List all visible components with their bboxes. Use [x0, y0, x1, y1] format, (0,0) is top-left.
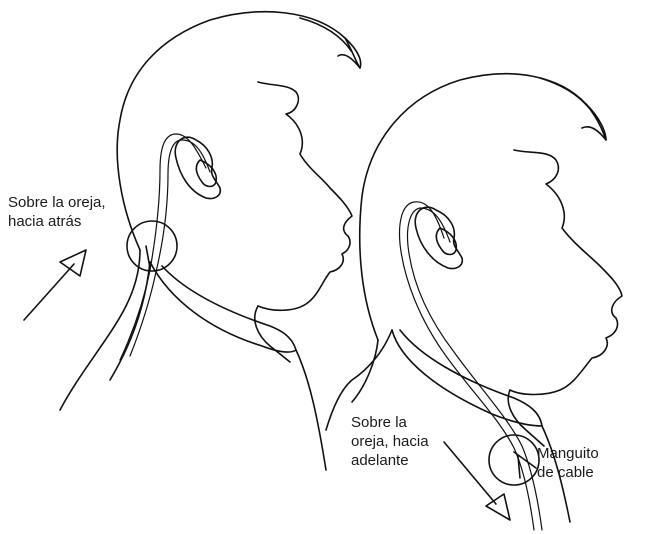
label-cable-sleeve-line2: de cable — [537, 464, 594, 481]
back-arrow-shaft — [23, 263, 75, 321]
label-over-ear-forward-line1: Sobre la — [351, 414, 407, 431]
back-figure — [59, 10, 362, 471]
label-over-ear-forward: Sobre la oreja, hacia adelante — [351, 413, 429, 470]
front-figure-occluder — [355, 65, 649, 421]
front-figure-hair — [539, 77, 607, 141]
label-over-ear-forward-line2: oreja, hacia — [351, 433, 429, 450]
back-figure-highlight-circle — [126, 220, 178, 272]
front-arrow-shaft — [443, 441, 497, 505]
back-figure-earphone — [195, 159, 218, 188]
front-figure-face-profile — [509, 149, 623, 396]
front-figure-neck-back — [351, 339, 379, 403]
back-figure-collar — [149, 261, 297, 353]
back-figure-head-outline — [116, 10, 362, 251]
cable-sleeve-leader-line — [513, 451, 537, 469]
back-arrow-head — [59, 249, 87, 277]
back-figure-jaw — [254, 305, 291, 363]
front-figure-jaw — [507, 389, 545, 447]
front-figure-cable-2 — [406, 207, 543, 531]
back-figure-shoulder — [109, 261, 327, 471]
back-figure-face-profile — [257, 81, 353, 312]
front-figure-ear — [414, 206, 464, 270]
front-figure-shoulder — [325, 329, 571, 523]
label-over-ear-backward-line2: hacia atrás — [8, 213, 82, 230]
back-figure-cable — [119, 133, 207, 361]
back-direction-arrow — [23, 249, 87, 321]
front-figure-highlight-circle — [488, 434, 540, 486]
back-figure-hair — [299, 17, 361, 69]
label-cable-sleeve-line1: Manguito — [537, 445, 599, 462]
label-cable-sleeve: Manguito de cable — [537, 444, 599, 482]
back-figure-neck-back — [59, 249, 141, 411]
label-over-ear-backward: Sobre la oreja, hacia atrás — [8, 193, 106, 231]
label-over-ear-forward-line3: adelante — [351, 452, 409, 469]
front-direction-arrow — [443, 441, 511, 521]
back-figure-cable-2 — [129, 139, 211, 357]
back-figure-cable-sleeve — [145, 245, 151, 269]
front-arrow-head — [485, 493, 511, 521]
front-figure-cable-sleeve — [517, 455, 521, 479]
back-figure-ear — [174, 136, 222, 200]
label-over-ear-backward-line1: Sobre la oreja, — [8, 194, 106, 211]
front-figure — [325, 65, 649, 531]
front-figure-earphone — [435, 227, 458, 256]
